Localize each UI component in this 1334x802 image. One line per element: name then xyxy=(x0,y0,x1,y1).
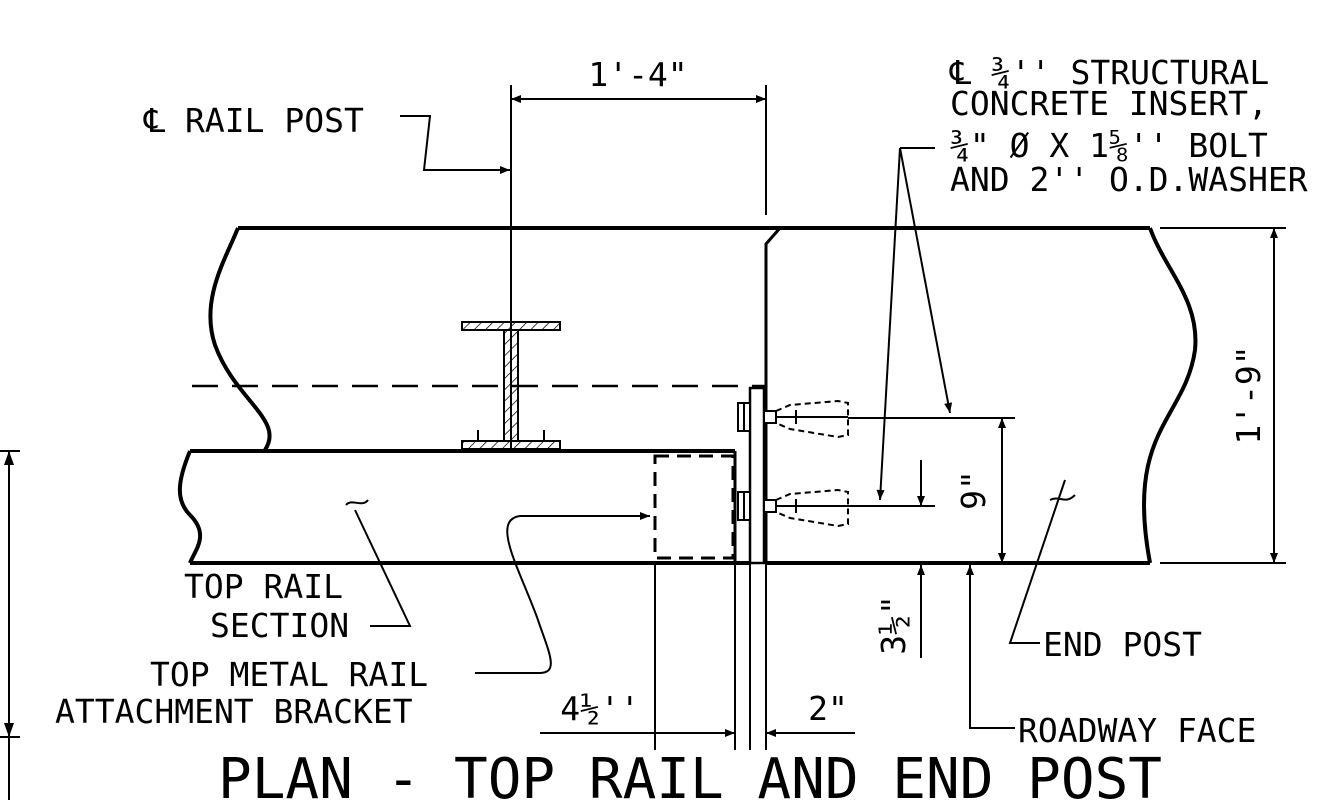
bracket-hidden-outline xyxy=(653,454,735,560)
rail-post-label: ℄ RAIL POST xyxy=(143,101,364,140)
insert-label-line4: AND 2'' O.D.WASHER xyxy=(950,160,1308,199)
insert-leader xyxy=(876,147,953,501)
insert-label-line1: ℄ ¾'' STRUCTURAL xyxy=(949,53,1269,92)
drawing-title: PLAN - TOP RAIL AND END POST xyxy=(218,747,1162,802)
insert-label-line2: CONCRETE INSERT, xyxy=(950,84,1268,123)
dim-post-spacing-text: 1'-4" xyxy=(588,55,687,94)
dimension-insert-spacing xyxy=(848,417,1015,563)
roadway-face-leader xyxy=(966,565,1015,729)
bracket-leader xyxy=(475,512,650,674)
dimension-height xyxy=(1160,227,1286,564)
roadway-face-label: ROADWAY FACE xyxy=(1018,711,1256,750)
end-post-label: END POST xyxy=(1043,625,1202,664)
bracket-label-2: ATTACHMENT BRACKET xyxy=(55,692,413,731)
end-post-break-mark xyxy=(1049,494,1076,501)
dimension-post-spacing xyxy=(510,85,767,215)
bracket-label-1: TOP METAL RAIL xyxy=(150,655,428,694)
dim-height-text: 1'-9" xyxy=(1229,345,1268,444)
top-rail-leader xyxy=(354,509,412,627)
dim-insert-spacing-text: 9" xyxy=(954,470,993,510)
top-rail-label-1: TOP RAIL xyxy=(184,567,343,606)
bolt-upper xyxy=(737,399,849,439)
dim-bracket-text: 4½'' xyxy=(560,689,639,728)
dimension-left-edge xyxy=(0,450,20,800)
insert-label-line3: ¾" Ø X 1⅝'' BOLT xyxy=(950,126,1268,165)
top-rail-section-outline xyxy=(177,449,750,565)
end-post-outline xyxy=(208,226,1198,565)
dim-gap-text: 2" xyxy=(808,689,848,728)
dimension-bracket xyxy=(540,563,855,750)
dim-setback-text: 3½" xyxy=(874,595,913,655)
bolt-lower xyxy=(737,488,849,528)
end-post-leader xyxy=(1008,479,1066,644)
top-rail-break-mark xyxy=(345,499,369,506)
top-rail-label-2: SECTION xyxy=(210,606,349,645)
rail-post-leader xyxy=(400,115,510,174)
